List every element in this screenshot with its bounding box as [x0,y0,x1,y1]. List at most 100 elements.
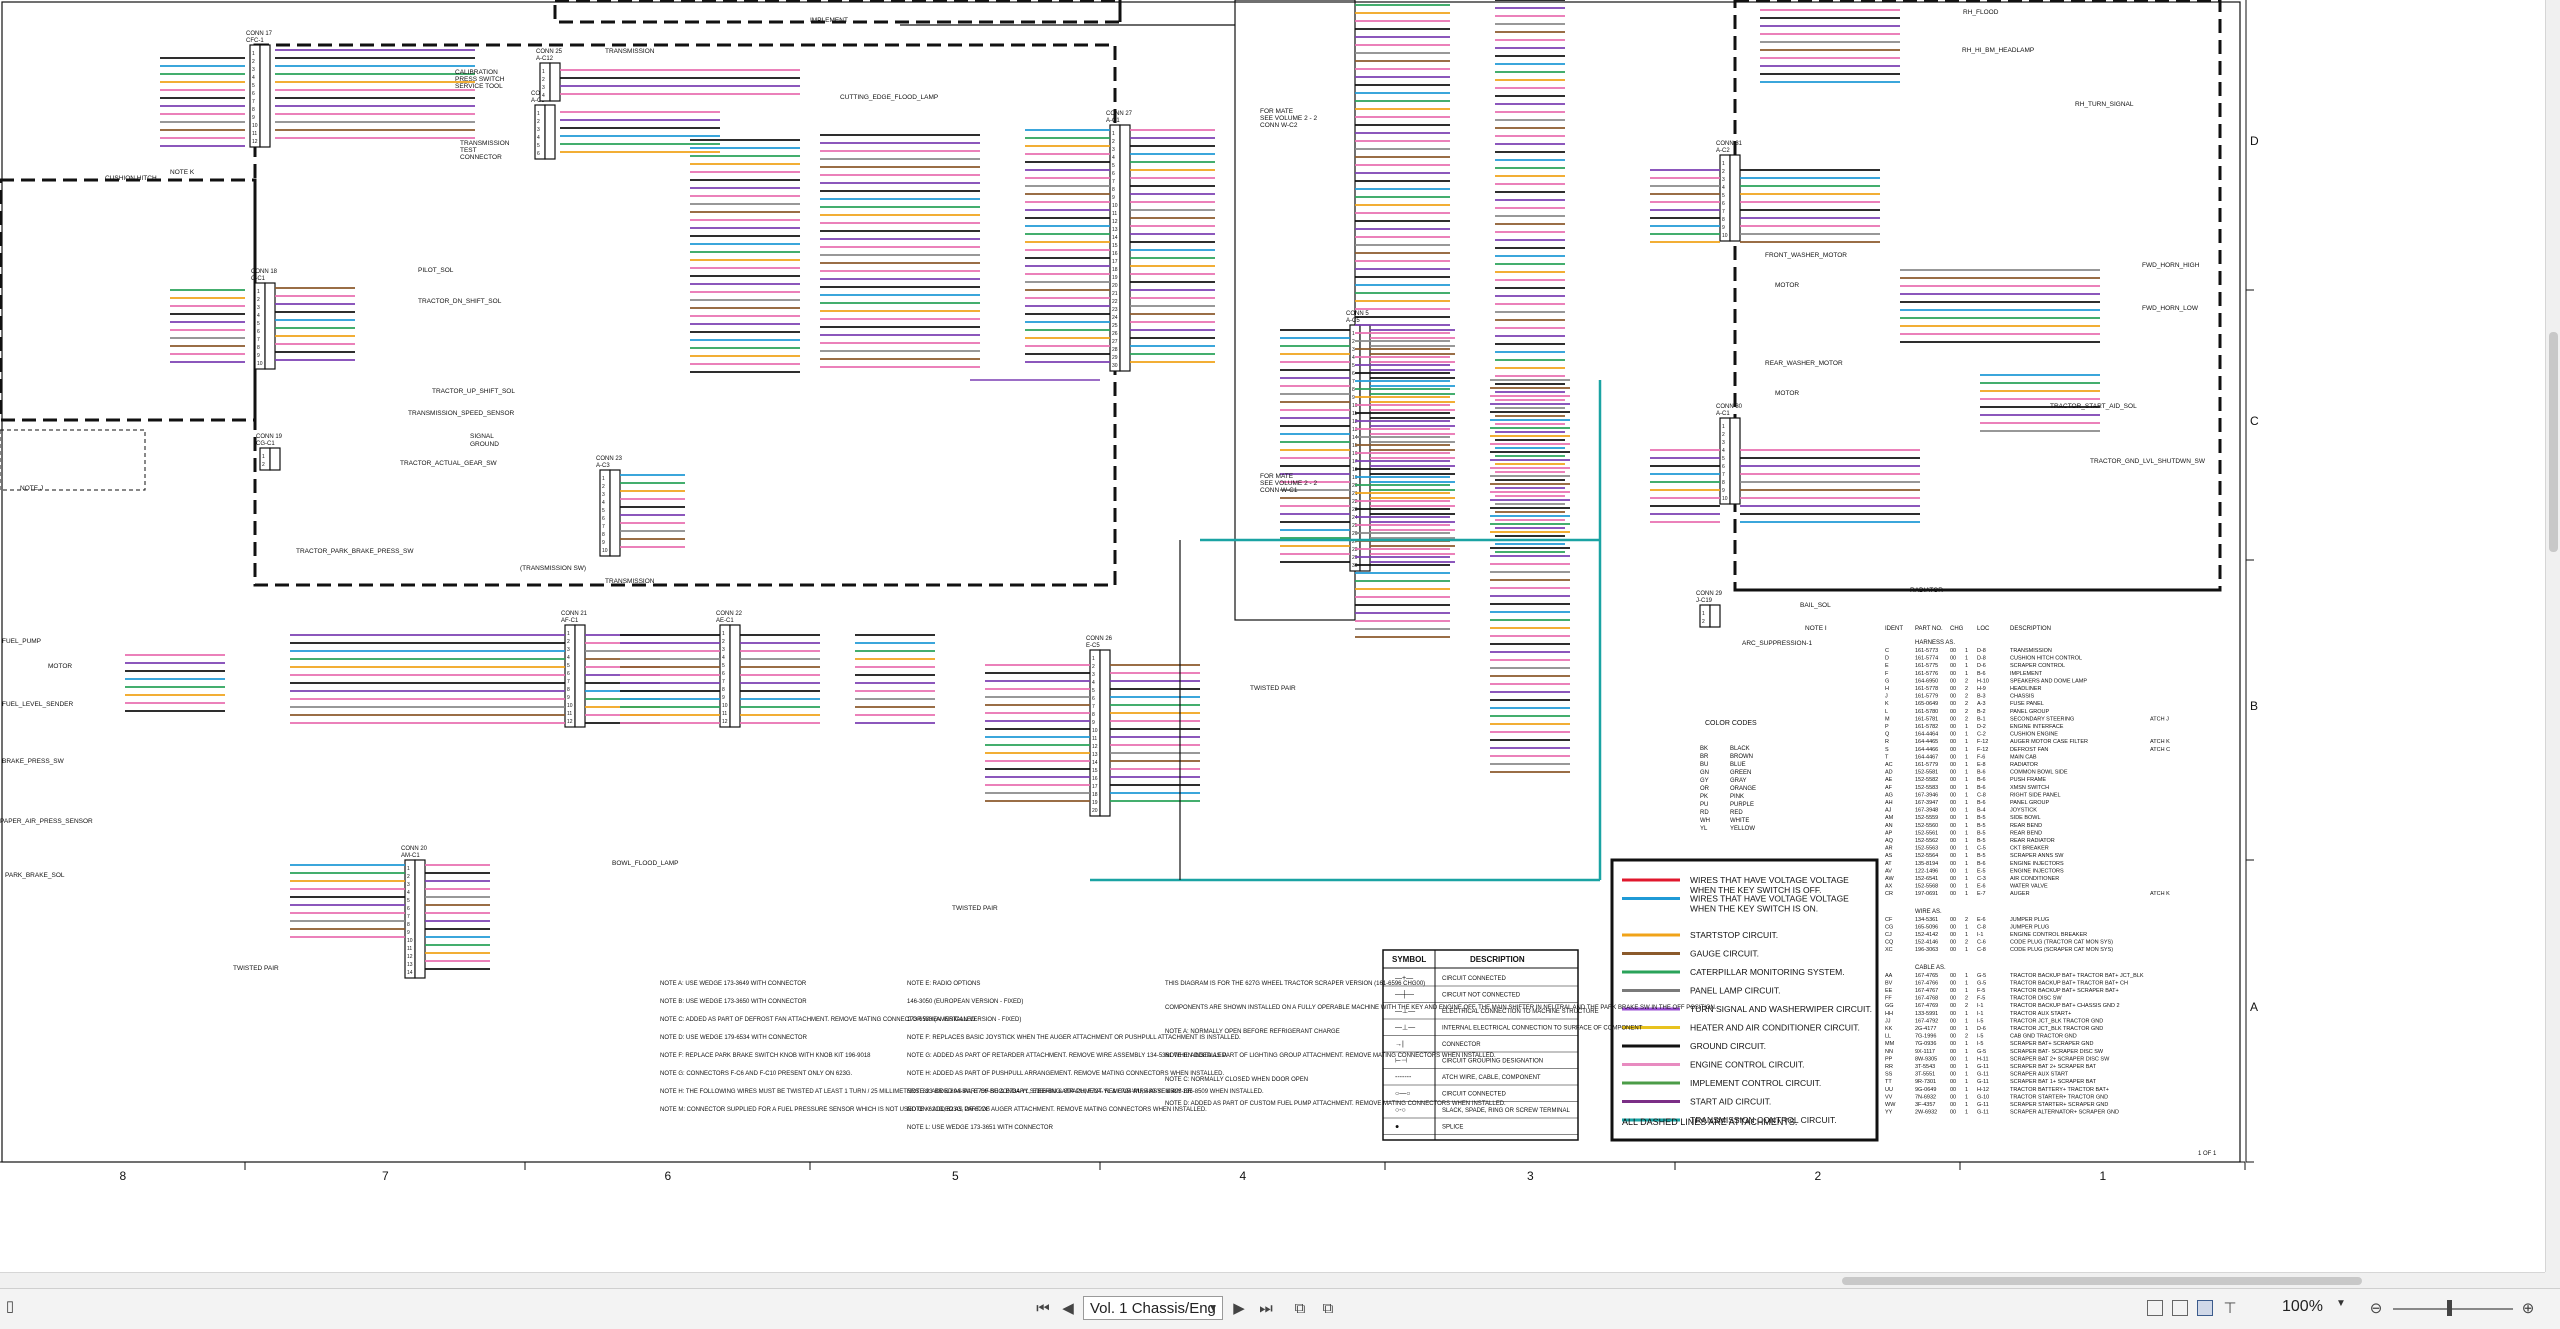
parts-description: RADIATOR [2010,762,2038,768]
connector-part-number: A-C1 [1106,118,1120,124]
connector-pin-number: 3 [537,127,540,133]
connector-pin-number: 4 [1112,155,1115,161]
parts-chg: 00 [1950,917,1956,923]
connector-pin-number: 3 [722,647,725,653]
panel-toggle-icon[interactable]: ▯ [5,1298,15,1315]
note-text: NOTE H: THE FOLLOWING WIRES MUST BE TWIS… [660,1089,1193,1095]
connector-pin-number: 18 [1352,467,1358,473]
previous-sheet-button[interactable]: ◀ [1062,1300,1074,1317]
component-label: SEE VOLUME 2 - 2 [1260,480,1317,487]
parts-chg: 00 [1950,940,1956,946]
component-label: CONN W-C2 [1260,122,1298,129]
parts-loc: C-8 [1977,947,1986,953]
facing-pages-view-icon[interactable] [2197,1300,2213,1316]
connector-part-number: AE-C1 [716,618,734,624]
zoom-slider[interactable] [2393,1308,2513,1310]
parts-qty: 2 [1965,709,1968,715]
legend-text: WIRES THAT HAVE VOLTAGE VOLTAGE [1690,894,1849,904]
first-sheet-button[interactable]: ⏮ [1036,1300,1050,1317]
vertical-scroll-thumb[interactable] [2549,332,2558,552]
color-code: GN [1700,770,1709,776]
parts-chg: 00 [1950,1011,1956,1017]
connector-pin-number: 8 [1722,480,1725,486]
parts-qty: 2 [1965,1034,1968,1040]
parts-group-title: WIRE AS. [1915,909,1942,915]
parts-qty: 1 [1965,876,1968,882]
parts-chg: 00 [1950,1079,1956,1085]
connector-conn18-mate [264,282,276,370]
connector-pin-number: 9 [257,353,260,359]
component-label: (TRANSMISSION SW) [520,565,586,572]
parts-description: CHASSIS [2010,694,2034,700]
parts-loc: B-5 [1977,838,1986,844]
continuous-view-icon[interactable] [2172,1300,2188,1316]
parts-qty: 1 [1965,770,1968,776]
sheet-select[interactable]: Vol. 1 Chassis/Eng▼ [1083,1296,1223,1320]
component-label: BRAKE_PRESS_SW [2,758,65,765]
zoom-in-button[interactable]: ⊕ [2521,1300,2535,1317]
parts-description: COMMON BOWL SIDE [2010,770,2068,776]
symbol-table [1382,949,1579,1141]
tile-view-icon[interactable]: ⧉ [1322,1300,1334,1317]
last-sheet-button[interactable]: ⏭ [1259,1300,1273,1317]
parts-loc: H-10 [1977,678,1989,684]
connector-pin-number: 5 [1092,688,1095,694]
note-text: NOTE B: USE WEDGE 173-3650 WITH CONNECTO… [660,999,807,1005]
parts-description: SIDE BOWL [2010,815,2041,821]
single-page-view-icon[interactable] [2147,1300,2163,1316]
conn-mate-frame [1234,0,1356,621]
connector-conn21-mate [574,624,586,728]
vertical-scrollbar[interactable] [2545,0,2560,1272]
component-label: FRONT_WASHER_MOTOR [1765,252,1847,259]
color-code: WH [1700,818,1710,824]
parts-description: XMSN SWITCH [2010,785,2049,791]
next-sheet-button[interactable]: ▶ [1233,1300,1245,1317]
connector-part-number: E-C5 [1086,643,1100,649]
color-codes-title: COLOR CODES [1705,720,1757,727]
connector-conn27-mate [1119,124,1131,372]
fit-width-icon[interactable]: ⊤ [2223,1300,2237,1317]
color-code: YL [1700,826,1708,832]
horizontal-scrollbar[interactable] [0,1272,2545,1289]
zoom-level[interactable]: 100% [2282,1298,2323,1315]
connector-pin-number: 9 [1722,225,1725,231]
parts-ident: AG [1885,792,1893,798]
parts-loc: H-12 [1977,1087,1989,1093]
component-label: FUEL_LEVEL_SENDER [2,701,73,708]
parts-ident: AA [1885,973,1893,979]
parts-chg: 00 [1950,1018,1956,1024]
parts-number: 3T-5551 [1915,1072,1935,1078]
parts-ident: J [1885,694,1888,700]
symbol-glyph: ○-○ [1395,1107,1406,1114]
grid-row-label: D [2250,134,2259,148]
parts-ident: G [1885,678,1889,684]
parts-description: ENGINE CONTROL BREAKER [2010,932,2087,938]
component-label: TRACTOR_START_AID_SOL [2050,403,2137,410]
parts-loc: G-5 [1977,1049,1986,1055]
symbol-glyph: ○—○ [1395,1091,1410,1098]
component-label: MOTOR [48,663,72,670]
connector-pin-number: 5 [1352,363,1355,369]
zoom-dropdown-icon[interactable]: ▼ [2336,1298,2346,1309]
parts-loc: C-2 [1977,732,1986,738]
symbol-description: INTERNAL ELECTRICAL CONNECTION TO SURFAC… [1442,1026,1643,1032]
zoom-out-button[interactable]: ⊖ [2369,1300,2383,1317]
zoom-slider-handle[interactable] [2447,1300,2452,1316]
parts-qty: 1 [1965,1072,1968,1078]
connector-pin-number: 2 [1702,619,1705,625]
parts-loc: C-8 [1977,924,1986,930]
parts-loc: G-11 [1977,1064,1989,1070]
horizontal-scroll-thumb[interactable] [1842,1277,2362,1285]
color-name: YELLOW [1730,826,1755,832]
parts-qty: 1 [1965,792,1968,798]
duplicate-view-icon[interactable]: ⧉ [1294,1300,1306,1317]
connector-pin-number: 6 [1092,696,1095,702]
component-label: CALIBRATION [455,69,498,76]
parts-ident: PP [1885,1056,1893,1062]
connector-pin-number: 2 [257,297,260,303]
note-j-frame [0,429,146,491]
component-label: TWISTED PAIR [233,965,279,972]
parts-ident: WW [1885,1102,1896,1108]
